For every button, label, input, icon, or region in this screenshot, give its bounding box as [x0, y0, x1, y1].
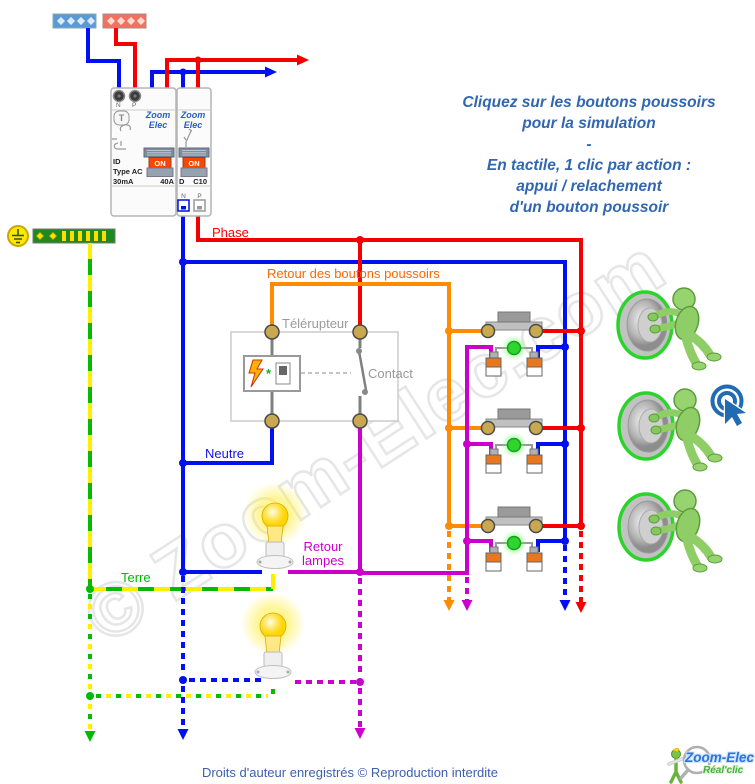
diff-brand-line2: Elec — [148, 120, 168, 130]
indicator-light-2 — [485, 431, 543, 474]
lamp-2 — [241, 592, 305, 679]
instructions-line: pour la simulation — [522, 115, 656, 132]
c10-breaker — [176, 87, 212, 217]
differential-symbol — [112, 124, 131, 150]
c10-phase-terminal — [193, 199, 206, 212]
contact-label: Contact — [368, 366, 413, 381]
coil-box: * — [243, 355, 301, 392]
zoom-elec-logo-tagline: Réal'clic — [703, 765, 744, 776]
retour-lampes-label: Retour lampes — [297, 540, 349, 568]
switch-symbol — [183, 128, 193, 147]
diff-on-label: ON — [154, 159, 166, 168]
retour-boutons-label: Retour des boutons poussoirs — [267, 266, 440, 281]
test-button[interactable] — [113, 110, 130, 126]
instructions-line: - — [586, 136, 592, 153]
push-button-3[interactable] — [480, 506, 544, 534]
diff-type-label: Type AC — [113, 167, 143, 176]
phase-label: Phase — [212, 225, 249, 240]
zoom-elec-logo-icon — [667, 745, 712, 784]
wall-button-pusher-2[interactable] — [619, 389, 722, 471]
c10-rating-label: C10 — [193, 177, 207, 186]
diff-brand-line1: Zoom — [145, 110, 171, 120]
c10-brand-line1: Zoom — [180, 110, 206, 120]
c10-bottom-n-label: N — [181, 193, 186, 200]
instructions-line: En tactile, 1 clic par action : — [486, 157, 692, 174]
retour-lampes-junctions — [354, 440, 473, 739]
diff-rating-label: 40A — [160, 177, 174, 186]
contact-blade — [357, 350, 368, 391]
neutral-terminal-strip — [52, 13, 97, 29]
c10-on-label: ON — [188, 159, 200, 168]
diff-sensitivity-label: 30mA — [113, 177, 134, 186]
indicator-light-1 — [485, 334, 543, 377]
coil-asterisk: * — [266, 366, 272, 381]
retour-lampes-line2: lampes — [302, 553, 344, 568]
retour-boutons-junctions — [443, 327, 455, 611]
neutre-junctions — [177, 66, 571, 740]
instructions-line: Cliquez sur les boutons poussoirs — [462, 94, 716, 111]
instructions-line: d'un bouton poussoir — [509, 199, 669, 216]
phase-junctions — [194, 54, 587, 613]
differential-switch[interactable] — [143, 147, 175, 177]
earth-terminal-bar — [32, 228, 116, 244]
c10-bottom-p-label: P — [197, 193, 202, 200]
neutre-label: Neutre — [205, 446, 245, 461]
telerupteur-label: Télérupteur — [282, 316, 349, 331]
click-icon — [710, 384, 750, 428]
retour-lampes-line1: Retour — [303, 539, 343, 554]
terre-wire — [84, 243, 275, 742]
c10-neutral-terminal — [177, 199, 190, 212]
diff-model-label: ID — [113, 157, 121, 166]
indicator-light-3 — [485, 529, 543, 572]
differential-breaker — [110, 87, 177, 217]
phase-terminal-strip — [102, 13, 147, 29]
test-button-label: T — [118, 113, 125, 123]
wall-button-pusher-1[interactable] — [618, 288, 721, 370]
instructions-text: Cliquez sur les boutons poussoirs pour l… — [420, 92, 755, 218]
wall-button-pusher-3[interactable] — [619, 490, 722, 572]
c10-switch[interactable] — [178, 147, 210, 177]
lamp-1 — [243, 482, 307, 569]
terre-label: Terre — [121, 570, 151, 585]
push-button-1[interactable] — [480, 311, 544, 339]
diff-top-n-label: N — [116, 102, 121, 109]
c10-curve-label: D — [179, 177, 185, 186]
push-button-2[interactable] — [480, 408, 544, 436]
diff-top-p-label: P — [132, 102, 137, 109]
earth-symbol — [7, 225, 29, 247]
zoom-elec-logo-text: Zoom-Elec — [685, 750, 755, 765]
coil-lightning-icon — [248, 359, 264, 388]
copyright-notice: Droits d'auteur enregistrés © Reproducti… — [201, 765, 499, 780]
c10-brand-line2: Elec — [183, 120, 203, 130]
telerupteur: * — [230, 324, 399, 429]
instructions-line: appui / relachement — [516, 178, 662, 195]
